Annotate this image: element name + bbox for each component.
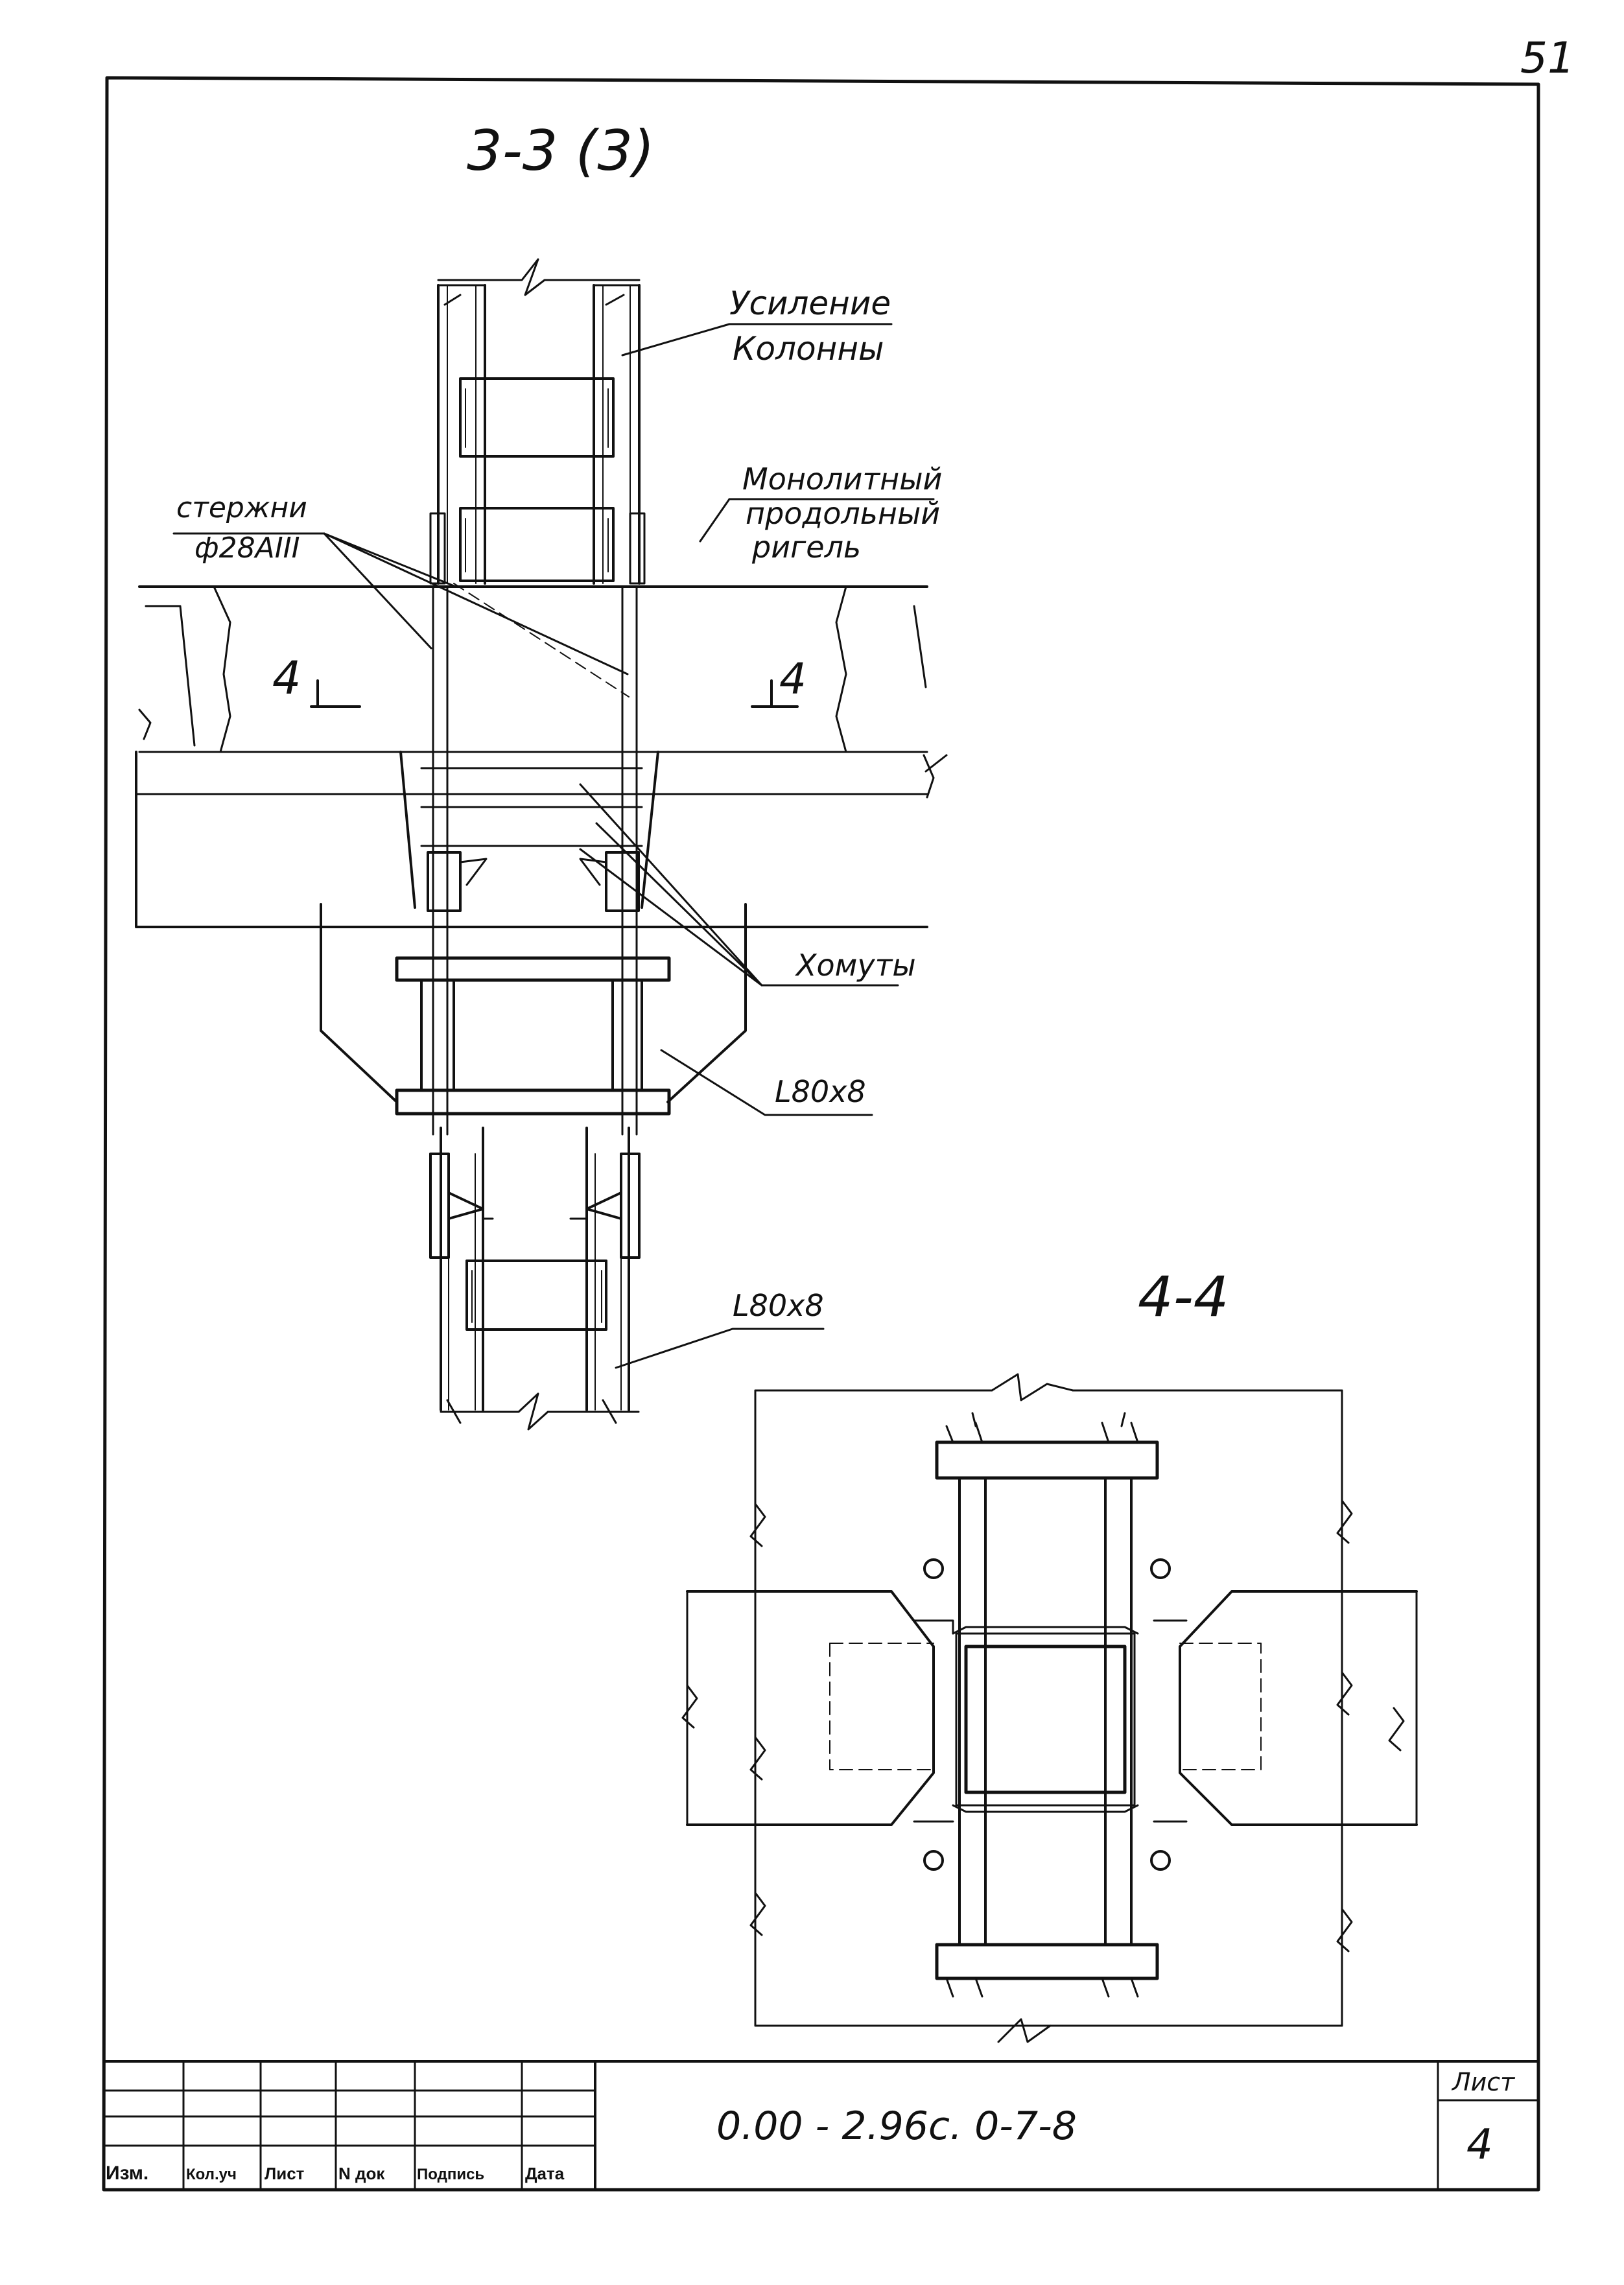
rods-through-beam (432, 583, 638, 1136)
column-lower (429, 1127, 641, 1431)
column-upper (429, 258, 646, 585)
section-3-3: 3-3 (3) (135, 119, 948, 1431)
stirrups (420, 767, 643, 912)
label-reinforcement-2: Колонны (733, 330, 884, 368)
label-stirrups: Хомуты (795, 948, 916, 983)
lower-battens (395, 956, 671, 1116)
page-number: 51 (1520, 33, 1575, 83)
section-4-4-title: 4-4 (1138, 1265, 1229, 1330)
col-list: Лист (265, 2164, 305, 2183)
cut-label-left: 4 (272, 651, 301, 705)
label-rods-2: ф28АIII (194, 532, 300, 565)
col-kol-uch: Кол.уч (186, 2166, 237, 2183)
label-beam-3: ригель (751, 530, 861, 565)
label-angle-upper: L80x8 (775, 1074, 866, 1109)
document-code: 0.00 - 2.96с. 0-7-8 (716, 2103, 1077, 2149)
label-beam-1: Монолитный (742, 462, 942, 497)
title-block: Изм. Кол.уч Лист N док Подпись Дата 0.00… (102, 2060, 1540, 2191)
cut-label-right: 4 (779, 654, 806, 704)
col-n-dok: N док (338, 2164, 385, 2183)
section-4-4: 4-4 (681, 1265, 1418, 2043)
label-rods-1: стержни (176, 491, 307, 524)
col-data: Дата (525, 2164, 565, 2183)
col-izm: Изм. (106, 2162, 148, 2184)
col-podpis: Подпись (417, 2166, 484, 2183)
drawing-frame (102, 76, 1540, 2192)
label-reinforcement-1: Усиление (729, 285, 891, 322)
label-angle-lower: L80x8 (733, 1288, 824, 1323)
sheet-number: 4 (1466, 2121, 1493, 2169)
section-3-3-title: 3-3 (3) (467, 119, 655, 183)
monolithic-beam (135, 585, 948, 1103)
leaders (172, 323, 935, 1369)
label-beam-2: продольный (746, 496, 940, 531)
sheet-label: Лист (1451, 2068, 1516, 2096)
